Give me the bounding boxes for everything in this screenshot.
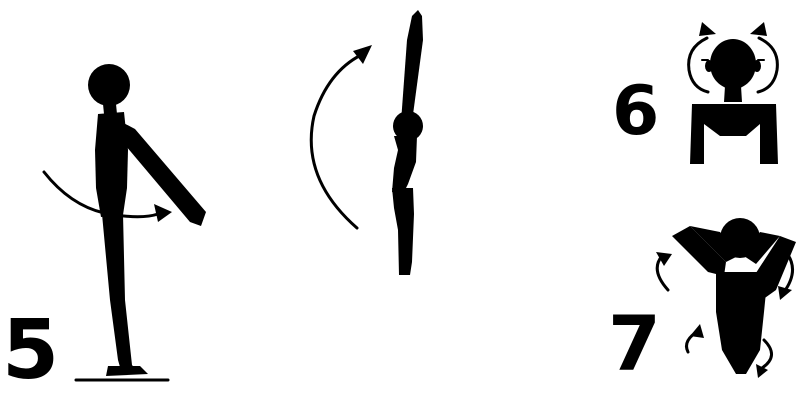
- step6-left-ear: [705, 60, 713, 72]
- raised-legs: [392, 188, 414, 275]
- step5-figure: [44, 64, 206, 380]
- raised-arc-arrow: [311, 55, 361, 228]
- step-number-7: 7: [608, 306, 661, 382]
- step6-neck: [724, 86, 742, 102]
- step5-legs: [102, 214, 138, 374]
- step6-body: [690, 104, 778, 164]
- exercise-figures: [0, 0, 798, 386]
- step7-arc-right-bottom: [762, 340, 772, 368]
- raised-arm: [401, 10, 423, 122]
- raised-torso: [392, 136, 417, 196]
- step5-foot: [106, 366, 148, 376]
- raised-arrowhead: [353, 45, 372, 64]
- step6-figure: [689, 22, 778, 164]
- step5-neck: [103, 104, 117, 114]
- step-number-6: 6: [612, 78, 659, 146]
- step6-right-arrowhead: [750, 22, 767, 36]
- step7-arrowhead-left-bottom: [690, 324, 704, 338]
- step5-arrowhead: [154, 204, 172, 222]
- step6-head: [710, 39, 756, 89]
- exercise-illustration: 5 6 7: [0, 0, 798, 386]
- raised-arm-figure: [311, 10, 423, 275]
- step6-left-arrowhead: [699, 22, 716, 36]
- step6-right-ear: [753, 60, 761, 72]
- step7-figure: [656, 218, 796, 378]
- step7-torso: [716, 272, 768, 374]
- step5-head: [88, 64, 130, 106]
- step-number-5: 5: [2, 310, 59, 392]
- step7-arrowhead-right-top: [778, 286, 792, 300]
